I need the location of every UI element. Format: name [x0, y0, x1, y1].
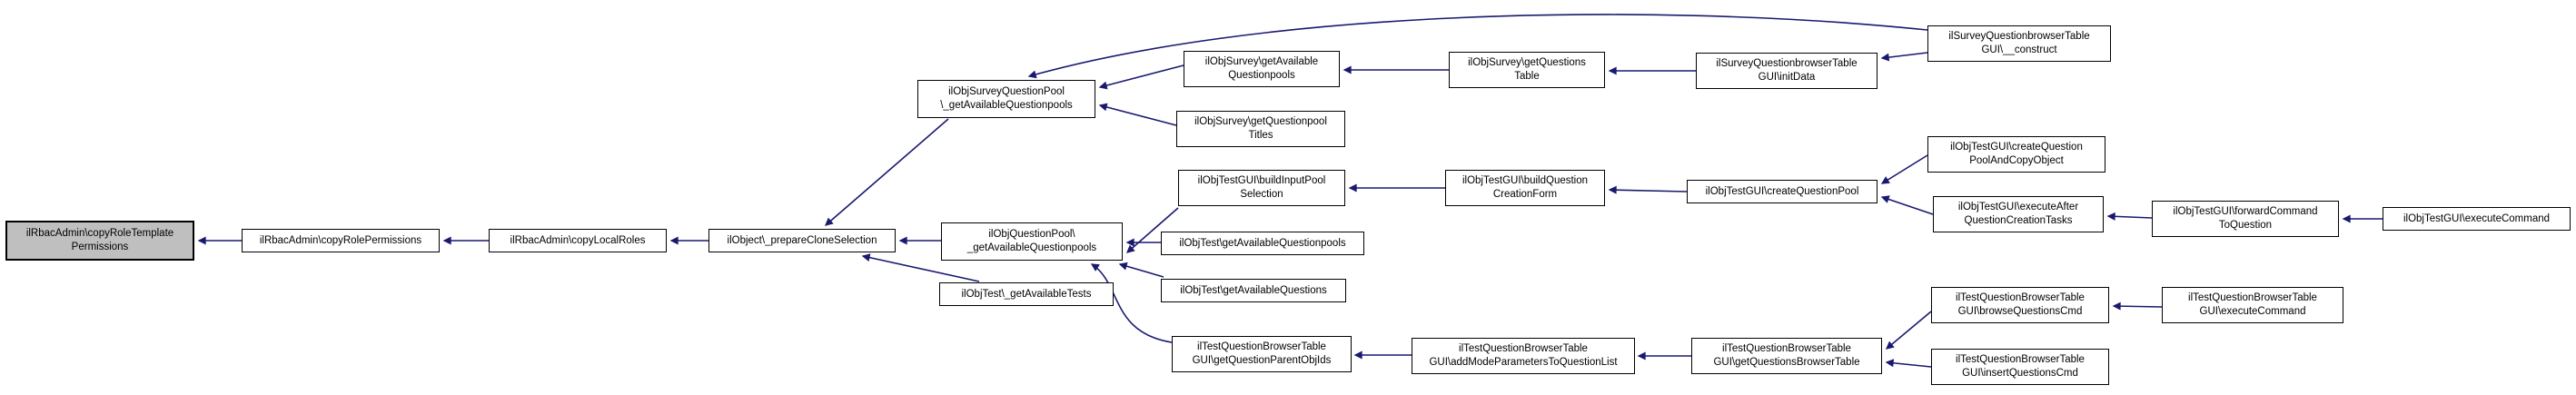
graph-node-label: GUI\__construct: [1981, 44, 2057, 55]
graph-node-testgui-create-question-pool[interactable]: ilObjTestGUI\createQuestionPool: [1687, 180, 1878, 203]
graph-node-label: ilTestQuestionBrowserTable: [1197, 341, 1326, 353]
graph-node-label: GUI\browseQuestionsCmd: [1957, 306, 2083, 317]
graph-node-label: ilObjQuestionPool\: [988, 229, 1075, 241]
graph-node-label: ilTestQuestionBrowserTable: [1722, 343, 1851, 355]
graph-node-label: ilObject\_prepareCloneSelection: [727, 234, 877, 246]
graph-node-label: GUI\getQuestionParentObjIds: [1192, 355, 1332, 366]
graph-node-label: ilRbacAdmin\copyRoleTemplate: [25, 228, 174, 240]
graph-node-label: ilRbacAdmin\copyRolePermissions: [259, 234, 422, 246]
graph-node-test-get-available-questionpools[interactable]: ilObjTest\getAvailableQuestionpools: [1161, 232, 1364, 255]
graph-node-label: ilObjTestGUI\buildInputPool: [1197, 175, 1326, 187]
graph-node-label: ilTestQuestionBrowserTable: [2188, 292, 2317, 304]
graph-node-label: GUI\initData: [1758, 72, 1816, 83]
graph-node-label: CreationForm: [1492, 189, 1558, 200]
graph-node-label: Selection: [1240, 189, 1283, 200]
call-edge: [1090, 263, 1173, 343]
call-edge: [1098, 64, 1184, 90]
graph-node-test-get-available-tests[interactable]: ilObjTest\_getAvailableTests: [939, 282, 1114, 306]
graph-node-label: ilObjTestGUI\executeAfter: [1957, 202, 2079, 213]
graph-node-label: ilObjSurvey\getAvailable: [1204, 56, 1319, 68]
graph-node-label: ilSurveyQuestionbrowserTable: [1948, 31, 2090, 43]
graph-node-test-get-available-questions[interactable]: ilObjTest\getAvailableQuestions: [1161, 279, 1346, 302]
graph-node-label: ilTestQuestionBrowserTable: [1956, 354, 2085, 366]
call-edge: [1880, 195, 1934, 215]
call-edge: [1880, 154, 1928, 184]
graph-node-label: GUI\addModeParametersToQuestionList: [1429, 357, 1618, 368]
call-edge: [1880, 52, 1928, 62]
graph-node-label: QuestionCreationTasks: [1964, 215, 2073, 226]
graph-node-copy-role-permissions[interactable]: ilRbacAdmin\copyRolePermissions: [242, 229, 440, 252]
graph-node-copy-local-roles[interactable]: ilRbacAdmin\copyLocalRoles: [489, 229, 667, 252]
graph-node-survey-questionpool-get-available-questionpools[interactable]: ilObjSurveyQuestionPool \_getAvailableQue…: [917, 80, 1095, 118]
graph-node-label: ilTestQuestionBrowserTable: [1956, 292, 2085, 304]
call-edge: [1027, 14, 1928, 79]
graph-node-label: ilObjTestGUI\createQuestionPool: [1705, 185, 1859, 197]
graph-node-label: ilObjTest\getAvailableQuestions: [1180, 284, 1327, 296]
call-edge: [1125, 207, 1179, 253]
graph-node-label: ilObjTest\_getAvailableTests: [961, 288, 1092, 300]
call-edge: [2112, 301, 2163, 311]
graph-node-label: ilObjSurvey\getQuestions: [1468, 57, 1586, 69]
graph-node-label: Titles: [1248, 130, 1273, 141]
graph-node-label: ToQuestion: [2218, 220, 2273, 231]
call-edge: [1608, 185, 1688, 194]
call-edge: [1885, 311, 1932, 350]
graph-node-label: ilObjSurvey\getQuestionpool: [1194, 116, 1327, 128]
graph-node-label: ilObjTestGUI\forwardCommand: [2173, 206, 2318, 218]
graph-node-label: PoolAndCopyObject: [1969, 155, 2064, 166]
graph-node-questionpool-get-available-questionpools[interactable]: ilObjQuestionPool\_getAvailableQuestionp…: [941, 222, 1123, 261]
graph-node-label: _getAvailableQuestionpools: [966, 242, 1097, 253]
call-edge: [1098, 103, 1177, 126]
call-edge: [2106, 212, 2153, 221]
graph-node-label: ilObjTest\getAvailableQuestionpools: [1179, 237, 1346, 249]
graph-node-label: GUI\getQuestionsBrowserTable: [1713, 357, 1860, 368]
graph-node-label: GUI\executeCommand: [2199, 306, 2306, 317]
graph-node-label: ilObjTestGUI\executeCommand: [2403, 212, 2551, 224]
graph-node-label: ilRbacAdmin\copyLocalRoles: [510, 234, 646, 246]
graph-node-label: ilObjTestGUI\buildQuestion: [1461, 175, 1589, 187]
graph-node-label: ilTestQuestionBrowserTable: [1459, 343, 1588, 355]
call-edge: [861, 253, 980, 282]
graph-node-label: \_getAvailableQuestionpools: [940, 100, 1073, 111]
call-edge: [824, 118, 949, 226]
graph-node-label: GUI\insertQuestionsCmd: [1962, 368, 2078, 379]
graph-node-testgui-execute-command[interactable]: ilObjTestGUI\executeCommand: [2383, 207, 2571, 231]
graph-node-label: ilSurveyQuestionbrowserTable: [1716, 58, 1858, 70]
call-edge: [1885, 359, 1932, 368]
graph-node-label: Permissions: [71, 242, 129, 252]
graph-node-label: Table: [1514, 71, 1540, 82]
graph-node-prepare-clone-selection[interactable]: ilObject\_prepareCloneSelection: [708, 229, 896, 252]
graph-node-label: Questionpools: [1228, 70, 1295, 81]
graph-node-label: ilObjSurveyQuestionPool: [948, 86, 1065, 98]
graph-node-label: ilObjTestGUI\createQuestion: [1950, 142, 2083, 153]
call-edge: [1118, 262, 1164, 278]
